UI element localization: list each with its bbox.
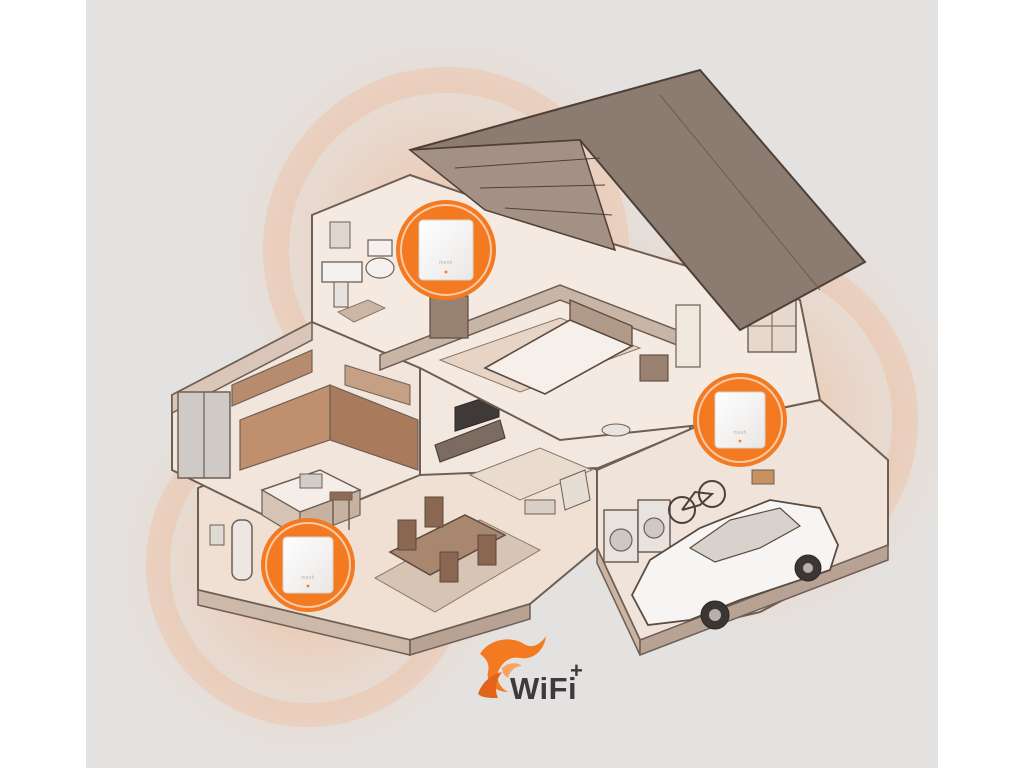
kitchen-shelves <box>344 364 411 406</box>
car <box>630 499 839 630</box>
mesh-node-garage: mesh <box>693 373 787 467</box>
living-rug <box>468 447 594 501</box>
roof-rafter <box>479 184 606 189</box>
bathroom <box>321 221 395 323</box>
swirl-logo-icon <box>478 636 546 698</box>
node-label: mesh <box>301 575 314 581</box>
swirl-highlight <box>502 663 522 678</box>
kitchen-room <box>171 320 421 540</box>
wifi-plus-logo-text: WiFi <box>510 671 578 706</box>
car-hub <box>709 609 721 621</box>
roof <box>408 68 867 332</box>
car-windows <box>688 507 802 563</box>
node-ring <box>400 204 492 296</box>
dining-chair <box>439 551 459 583</box>
washer-door <box>609 528 633 552</box>
nightstand <box>639 354 669 382</box>
kitchen-top-edge <box>171 320 313 415</box>
bath-mat <box>336 299 387 323</box>
status-led <box>306 584 310 588</box>
dryer-door <box>643 517 665 539</box>
tv-stand <box>434 419 506 463</box>
roof-rafter <box>504 207 613 216</box>
status-led <box>738 439 742 443</box>
roof-shingle-line <box>659 94 821 291</box>
node-ring <box>265 522 351 608</box>
node-ring <box>697 377 783 463</box>
roof-rafter <box>454 157 601 169</box>
ground-floor-edge-right <box>409 602 531 657</box>
kitchen-upper-cabinets <box>231 349 313 407</box>
swirl-tail <box>478 672 502 698</box>
dining-chair <box>424 496 444 528</box>
utility-corner <box>209 519 253 581</box>
bicycle-frame <box>681 490 715 511</box>
car-hub <box>803 563 813 573</box>
house-illustration: mesh mesh mesh <box>108 25 938 765</box>
dresser <box>429 295 469 339</box>
bed-headboard <box>569 299 633 347</box>
garage-room <box>596 398 889 657</box>
bedroom-door <box>675 304 701 368</box>
dining-chair <box>477 534 497 566</box>
laptop <box>299 473 323 489</box>
router-unit <box>418 219 474 281</box>
mesh-node-upstairs: mesh <box>396 200 496 300</box>
storage-box <box>751 469 775 485</box>
dining-area <box>373 496 542 613</box>
bathroom-sink <box>321 261 363 283</box>
status-led <box>444 270 448 274</box>
kitchen-counter <box>329 384 419 471</box>
sink-pedestal <box>333 281 349 308</box>
illustration-stage: mesh mesh mesh WiFi + <box>86 0 938 768</box>
node-label: mesh <box>439 260 452 266</box>
bicycle <box>668 480 726 524</box>
water-heater <box>231 519 253 581</box>
router-unit <box>714 391 766 449</box>
bedroom <box>429 295 701 437</box>
toilet-bowl <box>365 257 395 279</box>
dining-chair <box>397 519 417 551</box>
armchair <box>559 469 591 511</box>
robot-vacuum <box>601 423 631 437</box>
bicycle-wheel <box>698 480 726 508</box>
bathroom-mirror <box>329 221 351 249</box>
bicycle-wheel <box>668 496 696 524</box>
toilet-tank <box>367 239 393 257</box>
mesh-node-ground: mesh <box>261 518 355 612</box>
side-table <box>524 499 556 515</box>
router-unit <box>282 536 334 594</box>
bar-stool <box>329 491 353 501</box>
electrical-panel <box>209 524 225 546</box>
node-label: mesh <box>733 430 746 436</box>
wifi-plus-superscript: + <box>570 658 583 683</box>
